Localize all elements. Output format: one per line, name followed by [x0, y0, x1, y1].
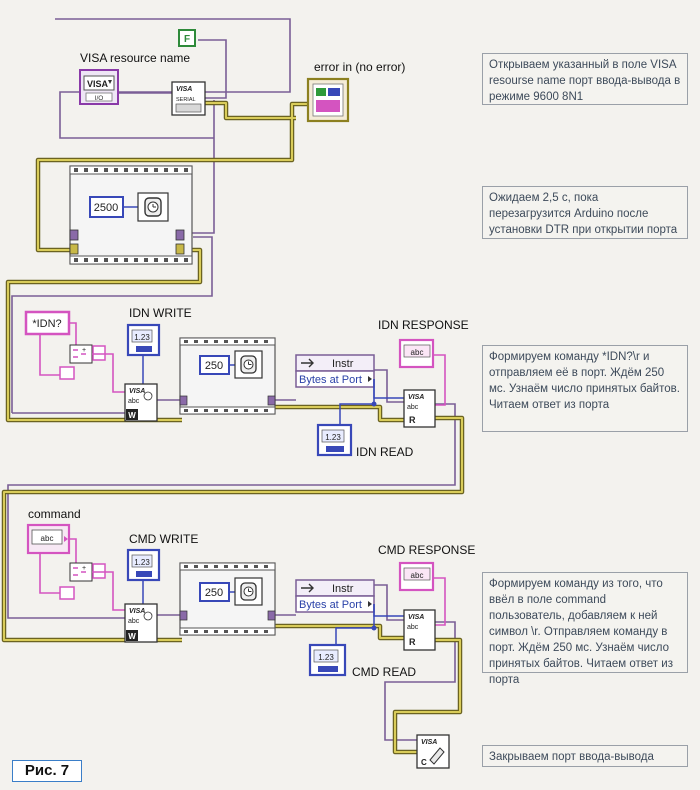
- wait-cmd-constant: 250: [199, 582, 230, 602]
- svg-text:abc: abc: [41, 534, 54, 543]
- cmd-eol-constant: [59, 586, 75, 600]
- svg-text:250: 250: [205, 360, 223, 372]
- svg-text:+: +: [82, 565, 86, 572]
- idn-response-indicator: abc: [398, 338, 435, 369]
- wait-boot-constant: 2500: [89, 196, 124, 218]
- svg-text:VISA: VISA: [176, 86, 192, 93]
- cmd-read-label: CMD READ: [352, 665, 416, 679]
- cmd-concat-function: +: [69, 562, 93, 582]
- idn-response-label: IDN RESPONSE: [378, 318, 469, 332]
- visa-read-cmd-node: VISA abc R: [403, 609, 436, 651]
- wait-idn-constant: 250: [199, 355, 230, 375]
- idn-string-constant: *IDN?: [24, 310, 71, 336]
- idn-cr-constant: [92, 345, 106, 361]
- svg-text:I/O: I/O: [95, 95, 104, 102]
- note-user-command: Формируем команду из того, что ввёл в по…: [482, 572, 688, 686]
- wait-cmd-clock-icon: [234, 577, 263, 606]
- svg-text:abc: abc: [411, 571, 424, 580]
- svg-text:abc: abc: [407, 404, 419, 411]
- cmd-write-label: CMD WRITE: [129, 532, 198, 546]
- note-close-port: Закрываем порт ввода-вывода: [482, 745, 688, 767]
- svg-text:250: 250: [205, 587, 223, 599]
- svg-text:VISA: VISA: [129, 608, 145, 615]
- sequence-frame-boot: [69, 165, 193, 265]
- idn-property-node: Instr Bytes at Port: [295, 354, 375, 388]
- idn-write-label: IDN WRITE: [129, 306, 192, 320]
- wait-idn-clock-icon: [234, 350, 263, 379]
- svg-text:1.23: 1.23: [134, 333, 150, 342]
- cmd-response-indicator: abc: [398, 561, 435, 592]
- cmd-property-node: Instr Bytes at Port: [295, 579, 375, 613]
- idn-read-indicator: 1.23: [316, 423, 353, 457]
- svg-text:Instr: Instr: [332, 583, 354, 595]
- svg-text:VISA: VISA: [408, 614, 424, 621]
- svg-text:abc: abc: [128, 618, 140, 625]
- visa-resource-control[interactable]: VISA I/O: [79, 69, 119, 105]
- svg-text:R: R: [409, 637, 416, 647]
- note-open-port: Открываем указанный в поле VISA resourse…: [482, 53, 688, 105]
- visa-read-idn-node: VISA abc R: [403, 389, 436, 428]
- visa-configure-serial-node: VISA SERIAL: [171, 81, 206, 116]
- command-control[interactable]: abc: [26, 523, 71, 555]
- svg-text:abc: abc: [411, 348, 424, 357]
- svg-text:*IDN?: *IDN?: [32, 318, 61, 330]
- svg-text:VISA: VISA: [129, 388, 145, 395]
- note-wait-reboot: Ожидаем 2,5 с, пока перезагрузится Ardui…: [482, 186, 688, 239]
- visa-refnum-wires: [7, 18, 456, 741]
- visa-write-idn-node: VISA abc W: [124, 383, 158, 422]
- cmd-read-indicator: 1.23: [308, 643, 347, 677]
- figure-label: Рис. 7: [12, 760, 82, 782]
- idn-concat-function: +: [69, 344, 93, 364]
- cmd-write-indicator: 1.23: [126, 548, 161, 582]
- visa-write-cmd-node: VISA abc W: [124, 603, 158, 643]
- svg-text:VISA: VISA: [408, 394, 424, 401]
- note-idn-command: Формируем команду *IDN?\r и отправляем е…: [482, 345, 688, 432]
- visa-resource-label: VISA resource name: [80, 51, 190, 65]
- svg-text:1.23: 1.23: [318, 653, 334, 662]
- cmd-response-label: CMD RESPONSE: [378, 543, 475, 557]
- svg-text:W: W: [128, 632, 136, 641]
- svg-text:Bytes at Port: Bytes at Port: [299, 599, 362, 611]
- svg-text:1.23: 1.23: [325, 433, 341, 442]
- svg-text:C: C: [421, 758, 427, 767]
- idn-eol-constant: [59, 366, 75, 380]
- svg-text:VISA: VISA: [421, 739, 437, 746]
- error-in-label: error in (no error): [314, 60, 405, 74]
- svg-text:R: R: [409, 415, 416, 425]
- command-label: command: [28, 507, 81, 521]
- bool-false-constant: F: [178, 29, 196, 47]
- svg-text:Bytes at Port: Bytes at Port: [299, 374, 362, 386]
- visa-close-node: VISA C: [416, 734, 450, 769]
- svg-text:Instr: Instr: [332, 358, 354, 370]
- svg-text:SERIAL: SERIAL: [176, 97, 196, 103]
- wait-boot-clock-icon: [137, 192, 169, 222]
- svg-text:abc: abc: [128, 398, 140, 405]
- wait-boot-value: 2500: [94, 202, 118, 214]
- svg-text:1.23: 1.23: [134, 558, 150, 567]
- idn-read-label: IDN READ: [356, 445, 414, 459]
- error-in-control[interactable]: [306, 77, 350, 123]
- svg-text:+: +: [82, 347, 86, 354]
- svg-text:VISA: VISA: [87, 79, 109, 89]
- cmd-cr-constant: [92, 563, 106, 579]
- svg-text:abc: abc: [407, 624, 419, 631]
- svg-text:W: W: [128, 411, 136, 420]
- idn-write-indicator: 1.23: [126, 323, 161, 357]
- svg-text:F: F: [184, 34, 190, 45]
